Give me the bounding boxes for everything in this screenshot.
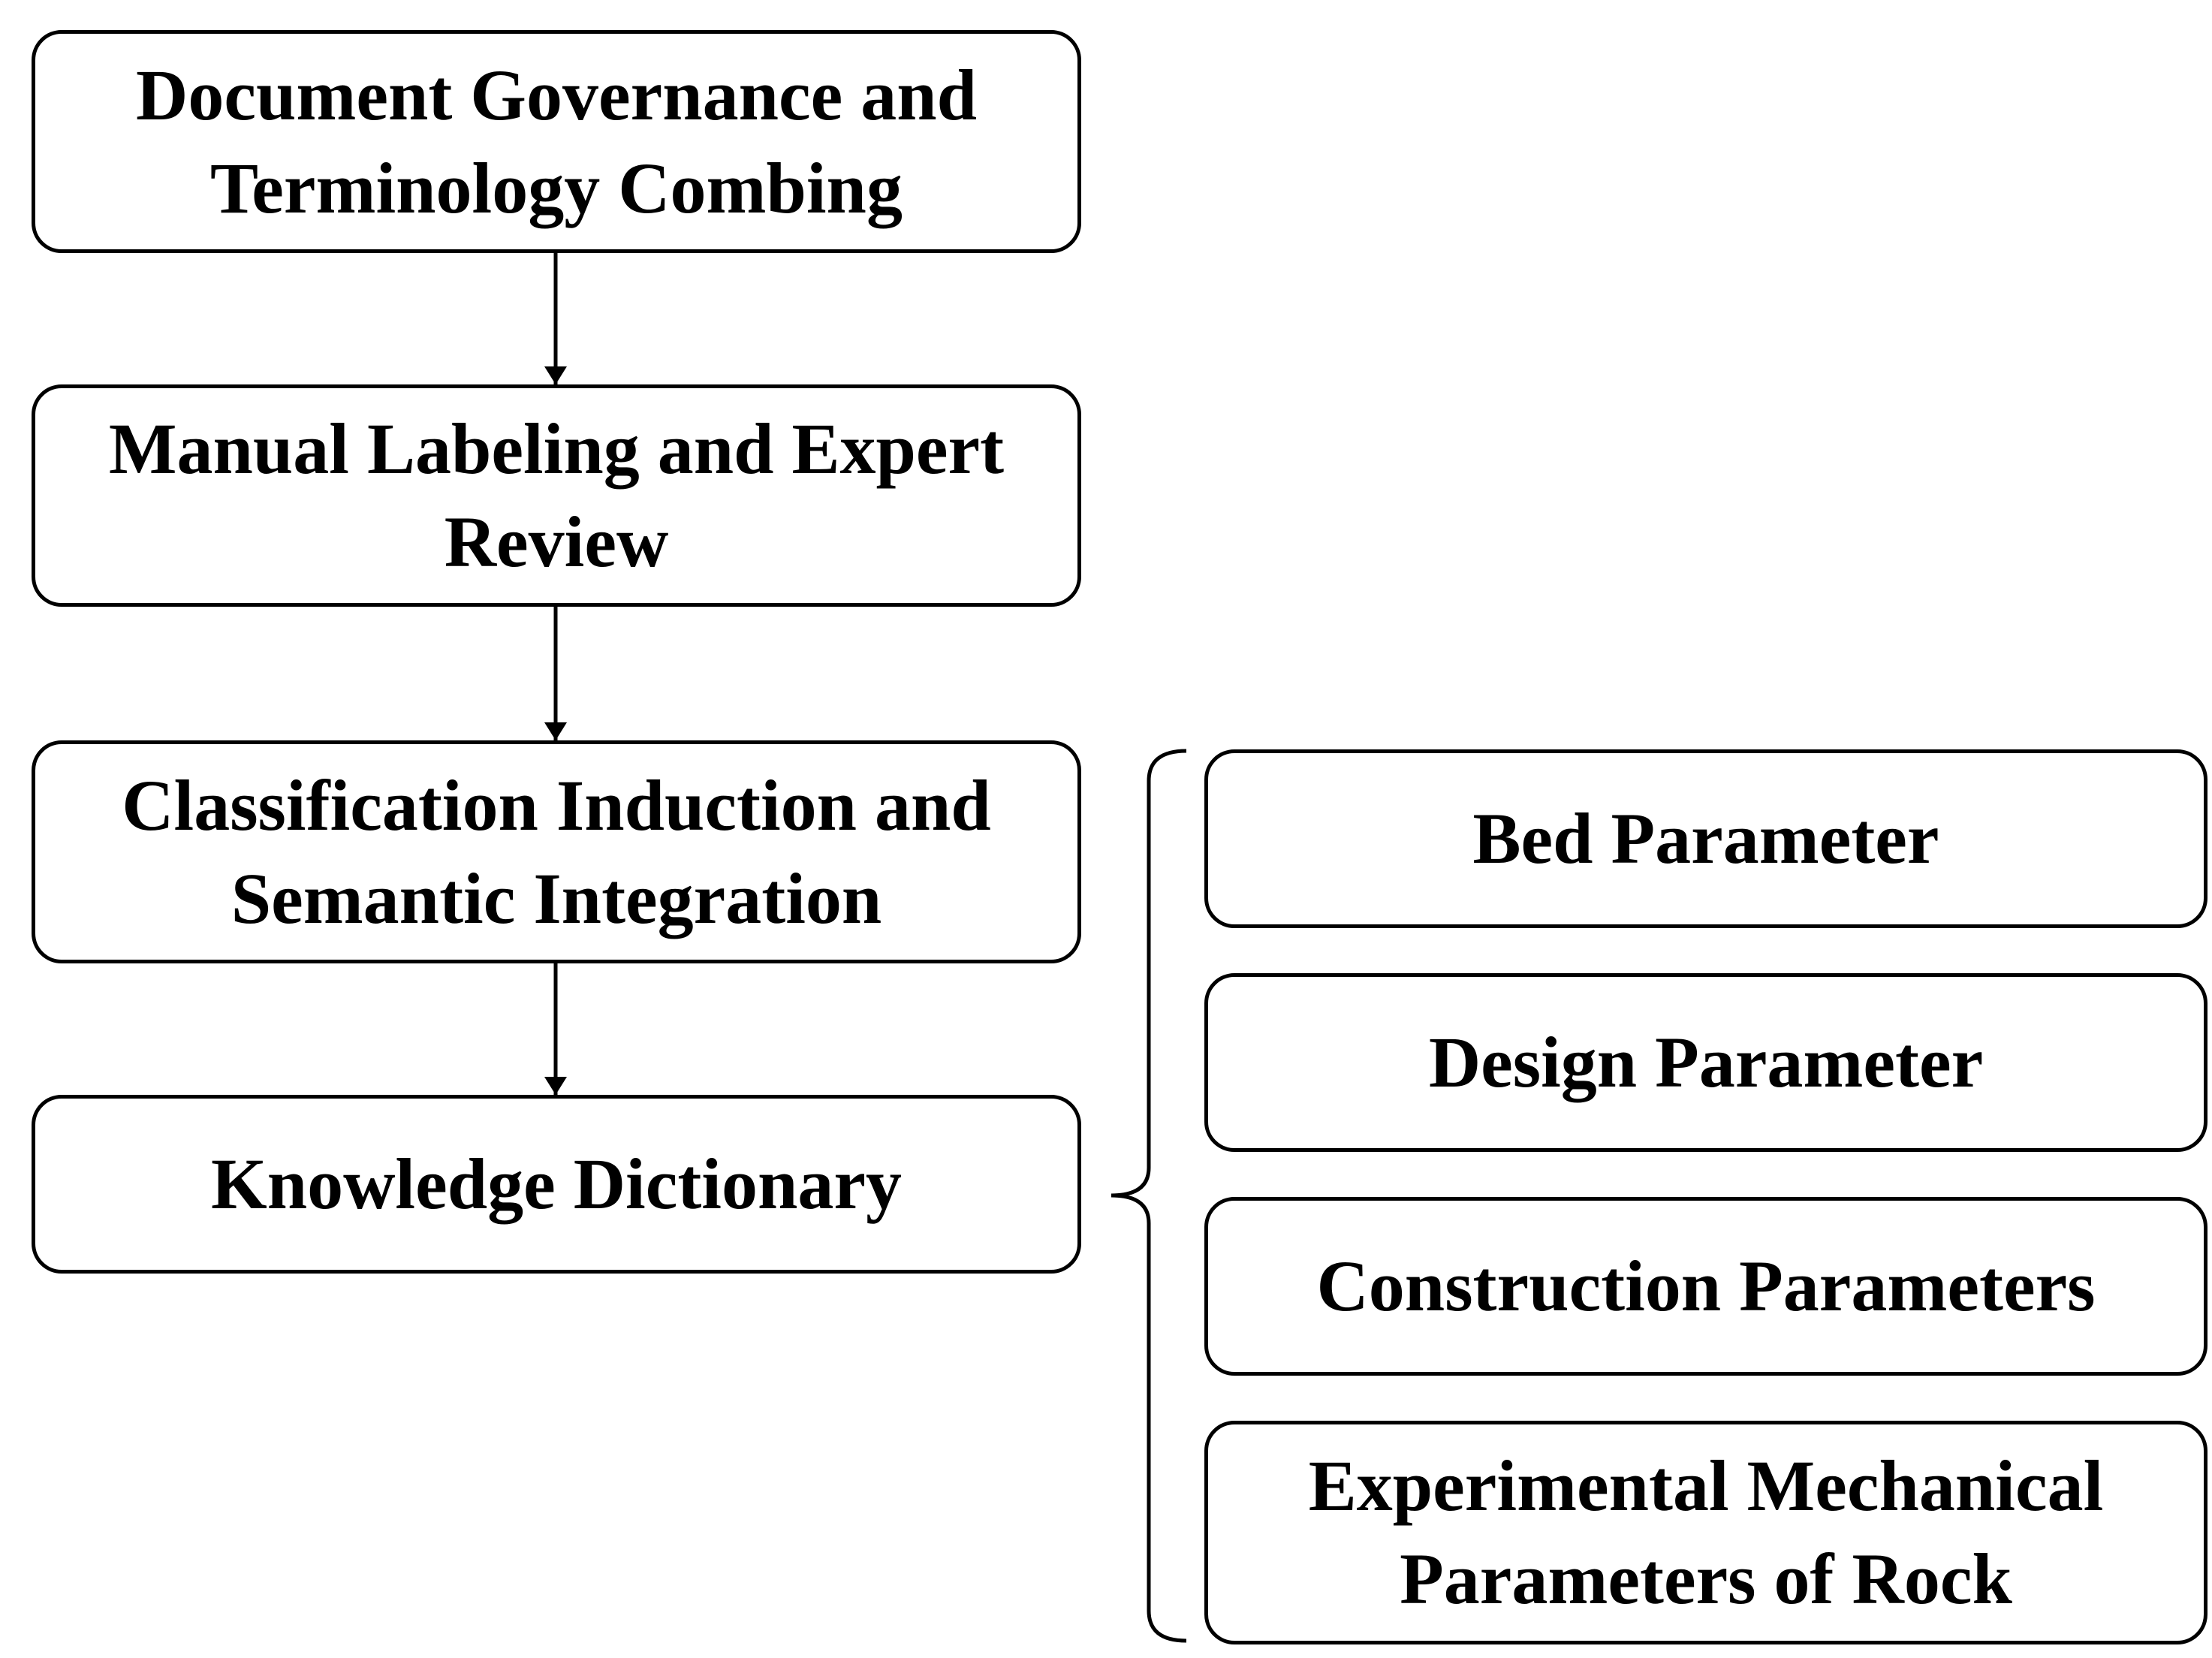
flow-arrow-1 xyxy=(544,253,567,384)
flow-step-label: Document Governance and Terminology Comb… xyxy=(136,54,977,228)
category-experimental-mechanical-parameters: Experimental Mechanical Parameters of Ro… xyxy=(1204,1421,2207,1644)
flow-step-label: Classification Induction and Semantic In… xyxy=(122,764,991,939)
flow-step-manual-labeling: Manual Labeling and Expert Review xyxy=(32,384,1081,607)
category-label: Construction Parameters xyxy=(1316,1246,2096,1326)
category-design-parameter: Design Parameter xyxy=(1204,973,2207,1152)
category-label: Experimental Mechanical Parameters of Ro… xyxy=(1308,1445,2104,1619)
category-bed-parameter: Bed Parameter xyxy=(1204,749,2207,928)
flow-arrow-3 xyxy=(544,963,567,1095)
flow-step-classification-induction: Classification Induction and Semantic In… xyxy=(32,740,1081,963)
flow-step-knowledge-dictionary: Knowledge Dictionary xyxy=(32,1095,1081,1274)
flow-step-document-governance: Document Governance and Terminology Comb… xyxy=(32,30,1081,253)
category-label: Bed Parameter xyxy=(1472,798,1939,879)
category-construction-parameters: Construction Parameters xyxy=(1204,1197,2207,1376)
flow-step-label: Knowledge Dictionary xyxy=(211,1144,902,1224)
category-brace xyxy=(1111,749,1187,1643)
flow-arrow-1-head xyxy=(544,366,567,384)
category-label: Design Parameter xyxy=(1428,1022,1984,1102)
flow-arrow-2 xyxy=(544,607,567,740)
flow-arrow-2-head xyxy=(544,722,567,740)
flow-step-label: Manual Labeling and Expert Review xyxy=(108,408,1005,582)
flow-arrow-3-head xyxy=(544,1077,567,1095)
